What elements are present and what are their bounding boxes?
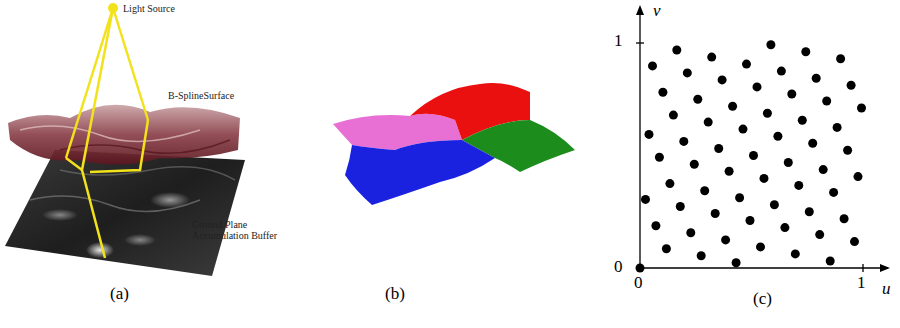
sample-dot	[683, 68, 692, 77]
sample-dot	[770, 200, 779, 209]
sample-dot	[721, 235, 730, 244]
sample-dot	[826, 257, 835, 266]
sample-dot	[679, 137, 688, 146]
axis-name: v	[653, 2, 661, 21]
sample-dot	[805, 207, 814, 216]
sample-dot	[836, 54, 845, 63]
sample-dot	[812, 74, 821, 83]
patch-surface	[333, 83, 575, 205]
sample-dot	[641, 195, 650, 204]
sample-dot	[690, 160, 699, 169]
sample-dot	[648, 61, 657, 70]
light-rays	[66, 8, 148, 258]
tick-label: 0	[634, 274, 643, 293]
sample-dot	[711, 209, 720, 218]
sample-dot	[801, 47, 810, 56]
sample-dot	[669, 111, 678, 120]
sample-dot	[815, 230, 824, 239]
sample-dot	[780, 223, 789, 232]
sample-dot	[819, 165, 828, 174]
sample-dot	[636, 264, 645, 273]
sample-dot	[728, 102, 737, 111]
sample-dot	[756, 242, 765, 251]
sample-dot	[794, 181, 803, 190]
sample-dot	[753, 82, 762, 91]
axis-name: u	[882, 280, 891, 299]
sample-dot	[739, 125, 748, 134]
sample-dot	[658, 88, 667, 97]
tick-label: 0	[614, 258, 623, 277]
sample-dot	[651, 221, 660, 230]
sample-dot	[676, 202, 685, 211]
tick-label: 1	[857, 274, 866, 293]
sample-dot	[665, 179, 674, 188]
sample-dot	[798, 116, 807, 125]
sample-dot	[847, 81, 856, 90]
ground-plane	[5, 150, 245, 276]
sample-dot	[742, 60, 751, 69]
sample-dot	[655, 153, 664, 162]
light-source-label: Light Source	[123, 3, 175, 14]
sample-dot	[686, 228, 695, 237]
sample-dot	[829, 188, 838, 197]
sample-points	[636, 40, 867, 272]
light-source	[108, 3, 118, 13]
sample-dot	[693, 95, 702, 104]
sample-dot	[718, 75, 727, 84]
sample-dot	[735, 193, 744, 202]
axes	[636, 5, 890, 272]
sample-dot	[787, 90, 796, 99]
sample-dot	[714, 144, 723, 153]
sample-dot	[777, 67, 786, 76]
sample-dot	[822, 97, 831, 106]
sample-dot	[773, 132, 782, 141]
panel-caption: (a)	[110, 285, 129, 304]
sample-dot	[645, 130, 654, 139]
ground-plane-label: Ground Plane Accumulation Buffer	[192, 219, 292, 241]
panel-caption: (c)	[753, 290, 772, 309]
sample-dot	[854, 172, 863, 181]
panel-caption: (b)	[385, 285, 405, 304]
sample-dot	[763, 109, 772, 118]
sample-dot	[843, 146, 852, 155]
sample-dot	[672, 46, 681, 55]
sample-dot	[707, 53, 716, 62]
sample-dot	[833, 123, 842, 132]
sample-dot	[700, 186, 709, 195]
bspline-surface	[8, 105, 240, 165]
sample-dot	[725, 167, 734, 176]
surface-label: B-SplineSurface	[168, 90, 234, 101]
sample-dot	[784, 158, 793, 167]
sample-dot	[662, 244, 671, 253]
sample-dot	[840, 214, 849, 223]
sample-dot	[697, 251, 706, 260]
tick-label: 1	[614, 32, 623, 51]
sample-dot	[857, 104, 866, 113]
sample-dot	[704, 118, 713, 127]
sample-dot	[760, 174, 769, 183]
sample-dot	[746, 216, 755, 225]
sample-dot	[766, 40, 775, 49]
sample-dot	[749, 151, 758, 160]
sample-dot	[732, 258, 741, 267]
sample-dot	[808, 139, 817, 148]
sample-dot	[850, 237, 859, 246]
sample-dot	[791, 249, 800, 258]
